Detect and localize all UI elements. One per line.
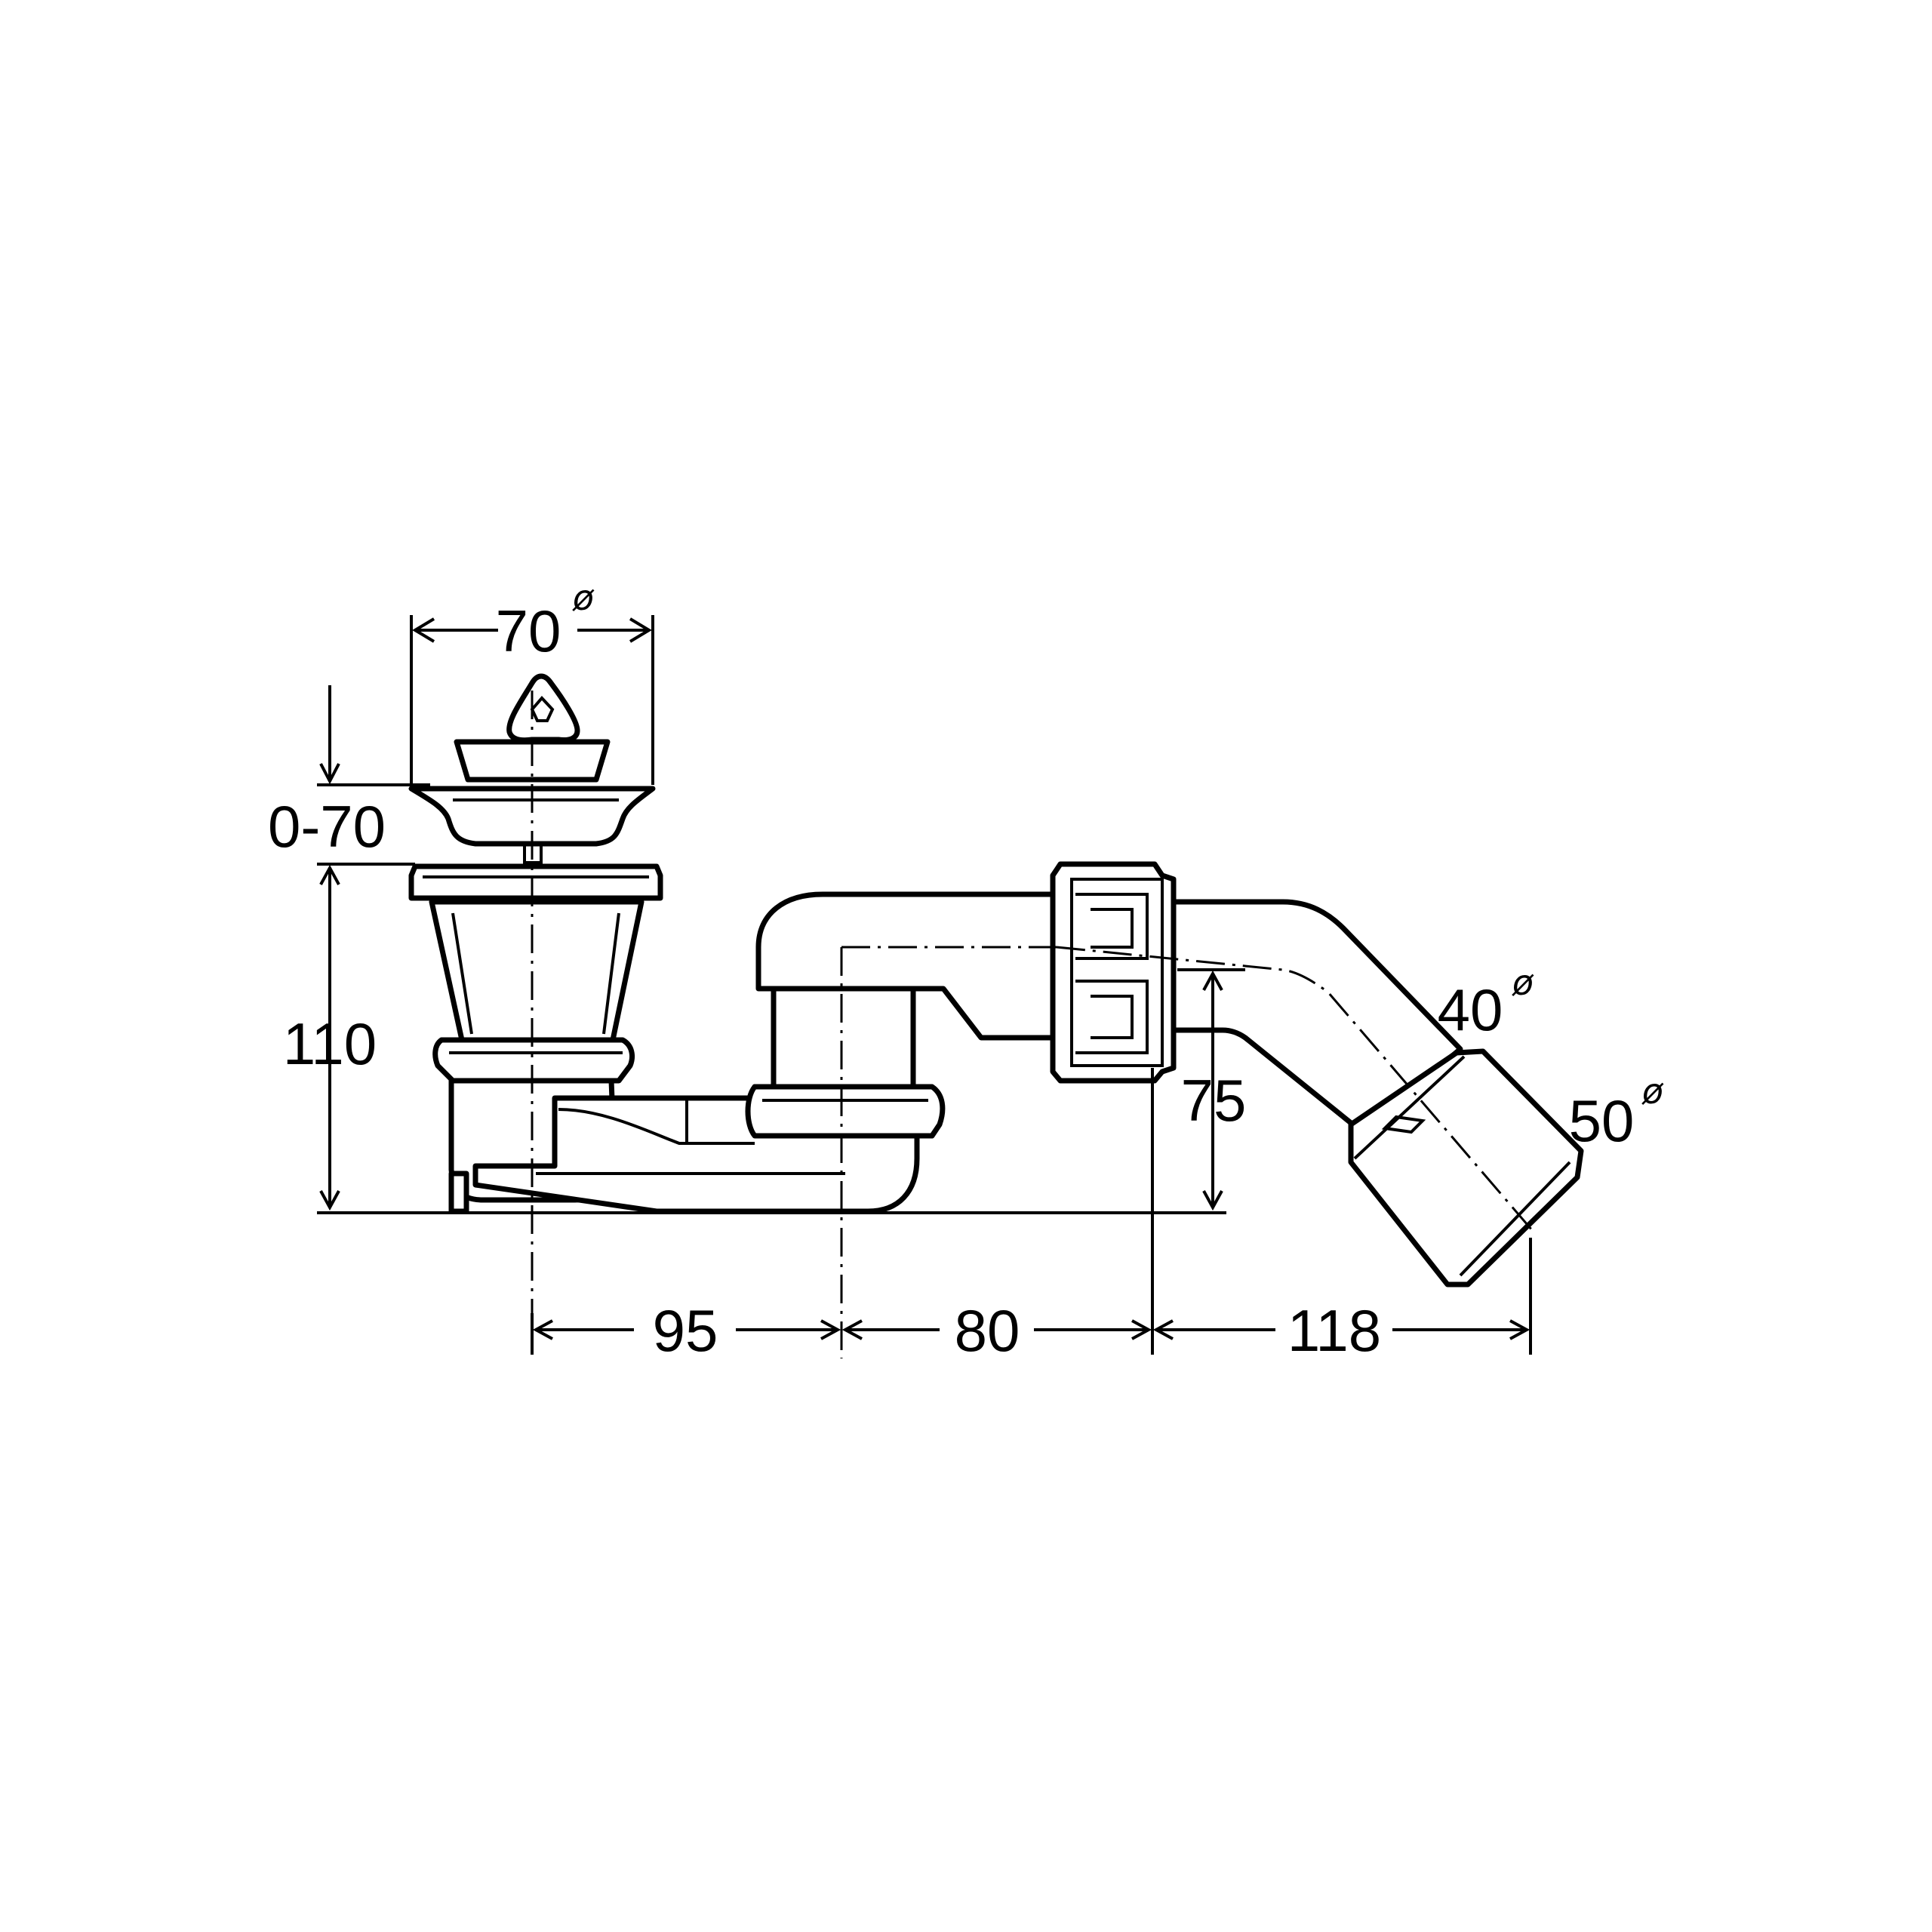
upper-ring: [408, 863, 663, 901]
dimension-labels: 70 ø 0-70 110 40 ø 50 ø 75 95 80 118: [268, 577, 1664, 1364]
outlet-height-label: 75: [1181, 1067, 1247, 1134]
distance-80-label: 80: [955, 1297, 1020, 1364]
diameter-symbol: ø: [572, 577, 595, 618]
trap-collar: [745, 1084, 946, 1139]
plug-handle: [506, 673, 580, 743]
diameter-symbol: ø: [1641, 1071, 1664, 1112]
height-label: 110: [283, 1011, 377, 1077]
height-adjust-label: 0-70: [268, 793, 386, 860]
dimension-lines: [317, 615, 1532, 1355]
center-lines: [531, 691, 1534, 1358]
diameter-symbol: ø: [1512, 962, 1534, 1003]
outlet-diameter-label: 50: [1569, 1088, 1635, 1154]
elbow-outlet: [1171, 899, 1584, 1287]
nut-body: [1050, 861, 1177, 1084]
elbow-pipe: [1171, 899, 1463, 1135]
union-nut: [1050, 861, 1177, 1084]
pipe-diameter-label: 40: [1438, 977, 1503, 1043]
distance-95-label: 95: [653, 1297, 718, 1364]
strainer-diameter-label: 70: [496, 598, 561, 664]
distance-118-label: 118: [1287, 1297, 1381, 1364]
trap-riser: [745, 891, 1060, 1139]
trap-riser-body: [771, 984, 916, 1090]
lower-collar: [432, 1037, 635, 1084]
